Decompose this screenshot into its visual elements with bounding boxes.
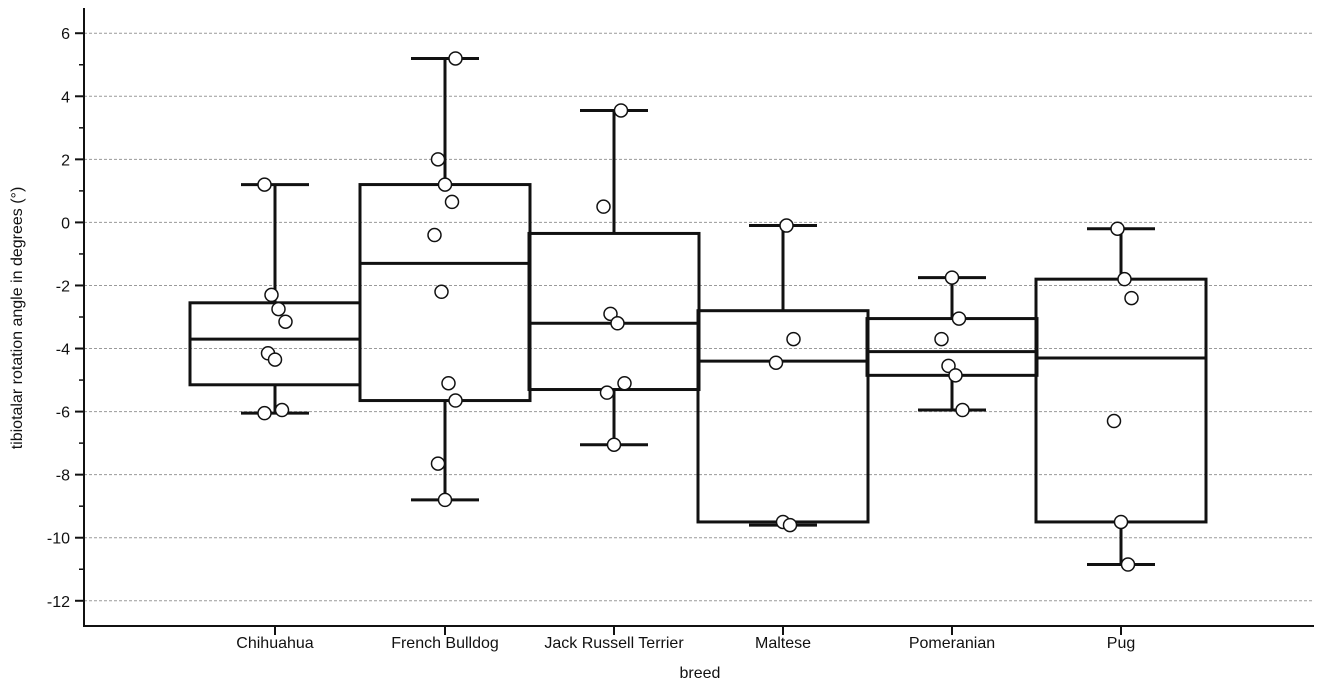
data-point [444,194,460,210]
x-tick-label: Jack Russell Terrier [544,635,684,652]
box-pomeranian [865,276,1039,412]
data-point [1110,221,1125,236]
x-tick-labels: Chihuahua French Bulldog Jack Russell Terr… [236,635,1135,652]
y-tick-label: -8 [56,468,70,485]
boxes [188,56,1208,567]
iqr-box [696,309,870,524]
data-point [430,456,446,471]
data-point [603,306,618,322]
data-point [437,177,453,192]
data-point [274,402,290,418]
data-point [613,103,629,118]
y-tick-label: 0 [61,215,70,232]
y-axis-title: tibiotalar rotation angle in degrees (°) [9,187,26,450]
data-point [617,375,632,391]
data-point [599,385,615,400]
y-tick-label: 6 [61,26,70,43]
data-point [257,405,272,421]
data-point [955,402,970,418]
data-point [1117,271,1132,287]
data-point [437,492,453,508]
data-point [934,331,949,347]
data-point [786,331,801,347]
y-tick-labels: 6 4 2 0 -2 -4 -6 -8 -10 -12 [47,26,70,611]
y-tick-label: -10 [47,531,70,548]
data-point [1124,290,1139,306]
y-tick-label: 4 [61,89,70,106]
data-point [948,368,963,383]
data-point [944,270,960,285]
data-point [271,301,286,317]
x-tick-label: Chihuahua [236,635,314,652]
data-point [610,316,625,331]
data-point [606,437,622,452]
y-tick-label: -6 [56,405,70,422]
x-tick-label: French Bulldog [391,635,499,652]
box-maltese [696,224,870,527]
data-point [768,355,784,370]
y-tick-label: -2 [56,278,70,295]
y-tick-label: -4 [56,342,70,359]
data-point [257,177,272,192]
box-jack-russell-terrier [527,108,701,447]
data-point [278,314,293,329]
data-point [1106,413,1122,429]
axes [75,8,1314,635]
x-tick-label: Pug [1107,635,1135,652]
data-point [434,284,449,300]
data-point [782,517,798,533]
data-point [1120,557,1136,572]
data-point [1113,514,1129,530]
box-french-bulldog [358,56,532,502]
data-point [441,375,456,391]
data-point [448,393,463,408]
iqr-box [1034,277,1208,524]
data-point [448,51,463,66]
data-point [951,311,967,326]
data-point [427,227,442,243]
x-tick-label: Pomeranian [909,635,995,652]
data-point [941,358,956,374]
y-tick-label: 2 [61,152,70,169]
data-points [257,51,1139,572]
y-tick-label: -12 [47,594,70,611]
data-point [264,287,279,303]
x-tick-label: Maltese [755,635,811,652]
data-point [779,218,794,233]
data-point [430,152,446,167]
data-point [596,199,611,214]
data-point [267,352,283,367]
x-axis-title: breed [680,665,721,682]
